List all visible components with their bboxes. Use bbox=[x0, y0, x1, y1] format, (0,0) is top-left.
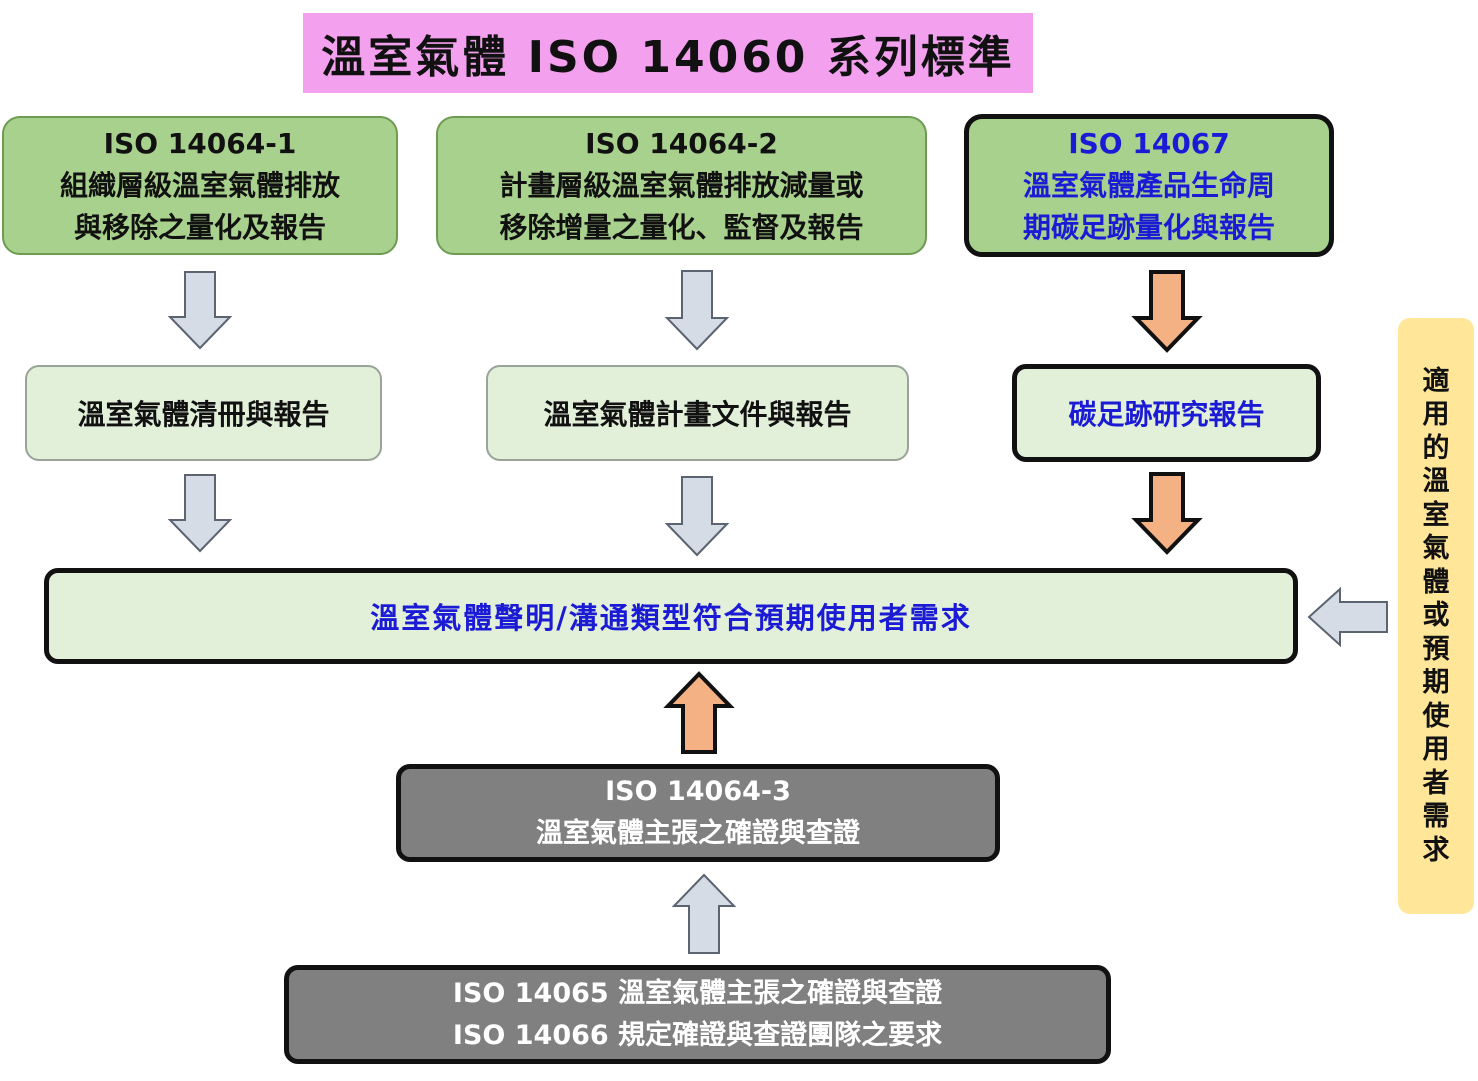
iso-14064-2-line1: 計畫層級溫室氣體排放減量或 bbox=[499, 168, 864, 202]
carbon-footprint-report-box: 碳足跡研究報告 bbox=[1012, 364, 1321, 462]
iso-14064-1-line1: 組織層級溫室氣體排放 bbox=[59, 168, 340, 202]
inventory-report-label: 溫室氣體清冊與報告 bbox=[77, 398, 330, 431]
iso-14064-3-box: ISO 14064-3 溫室氣體主張之確證與查證 bbox=[396, 764, 1000, 862]
intended-user-needs-box: 適用的溫室氣體或預期使用者需求 bbox=[1398, 318, 1474, 914]
iso-14067-box: ISO 14067 溫室氣體產品生命周 期碳足跡量化與報告 bbox=[964, 114, 1334, 257]
iso-14064-1-box: ISO 14064-1 組織層級溫室氣體排放 與移除之量化及報告 bbox=[2, 116, 398, 255]
iso-14064-1-code: ISO 14064-1 bbox=[103, 126, 297, 160]
iso-14064-3-line1: 溫室氣體主張之確證與查證 bbox=[536, 818, 860, 849]
intended-user-needs-label: 適用的溫室氣體或預期使用者需求 bbox=[1422, 365, 1450, 866]
ghg-claim-label: 溫室氣體聲明/溝通類型符合預期使用者需求 bbox=[370, 601, 972, 635]
arrow-left-side bbox=[1307, 586, 1388, 648]
page-title: 溫室氣體 ISO 14060 系列標準 bbox=[303, 13, 1033, 93]
arrow-up-bottom bbox=[671, 873, 737, 954]
page-title-text: 溫室氣體 ISO 14060 系列標準 bbox=[321, 32, 1015, 83]
iso-14064-2-box: ISO 14064-2 計畫層級溫室氣體排放減量或 移除增量之量化、監督及報告 bbox=[436, 116, 927, 255]
project-report-label: 溫室氣體計畫文件與報告 bbox=[543, 398, 852, 431]
iso-14067-line2: 期碳足跡量化與報告 bbox=[1022, 210, 1275, 244]
iso-14064-2-line2: 移除增量之量化、監督及報告 bbox=[499, 210, 864, 244]
iso-14066-line: ISO 14066 規定確證與查證團隊之要求 bbox=[452, 1019, 943, 1051]
arrow-down-2a bbox=[664, 270, 730, 351]
iso-14067-code: ISO 14067 bbox=[1068, 126, 1230, 160]
arrow-down-3a bbox=[1131, 270, 1203, 353]
iso-14065-14066-box: ISO 14065 溫室氣體主張之確證與查證 ISO 14066 規定確證與查證… bbox=[284, 965, 1111, 1064]
iso-14064-1-line2: 與移除之量化及報告 bbox=[73, 210, 326, 244]
arrow-down-1b bbox=[167, 474, 233, 553]
inventory-report-box: 溫室氣體清冊與報告 bbox=[25, 365, 382, 461]
arrow-up-verification bbox=[663, 671, 735, 754]
iso-14064-2-code: ISO 14064-2 bbox=[585, 126, 778, 160]
iso-14067-line1: 溫室氣體產品生命周 bbox=[1022, 168, 1275, 202]
arrow-down-3b bbox=[1131, 472, 1203, 555]
ghg-claim-box: 溫室氣體聲明/溝通類型符合預期使用者需求 bbox=[44, 568, 1298, 664]
carbon-footprint-report-label: 碳足跡研究報告 bbox=[1068, 398, 1265, 431]
iso-14065-line: ISO 14065 溫室氣體主張之確證與查證 bbox=[452, 977, 943, 1009]
arrow-down-2b bbox=[664, 476, 730, 557]
arrow-down-1a bbox=[167, 271, 233, 350]
project-report-box: 溫室氣體計畫文件與報告 bbox=[486, 365, 909, 461]
iso-14064-3-code: ISO 14064-3 bbox=[605, 776, 791, 807]
